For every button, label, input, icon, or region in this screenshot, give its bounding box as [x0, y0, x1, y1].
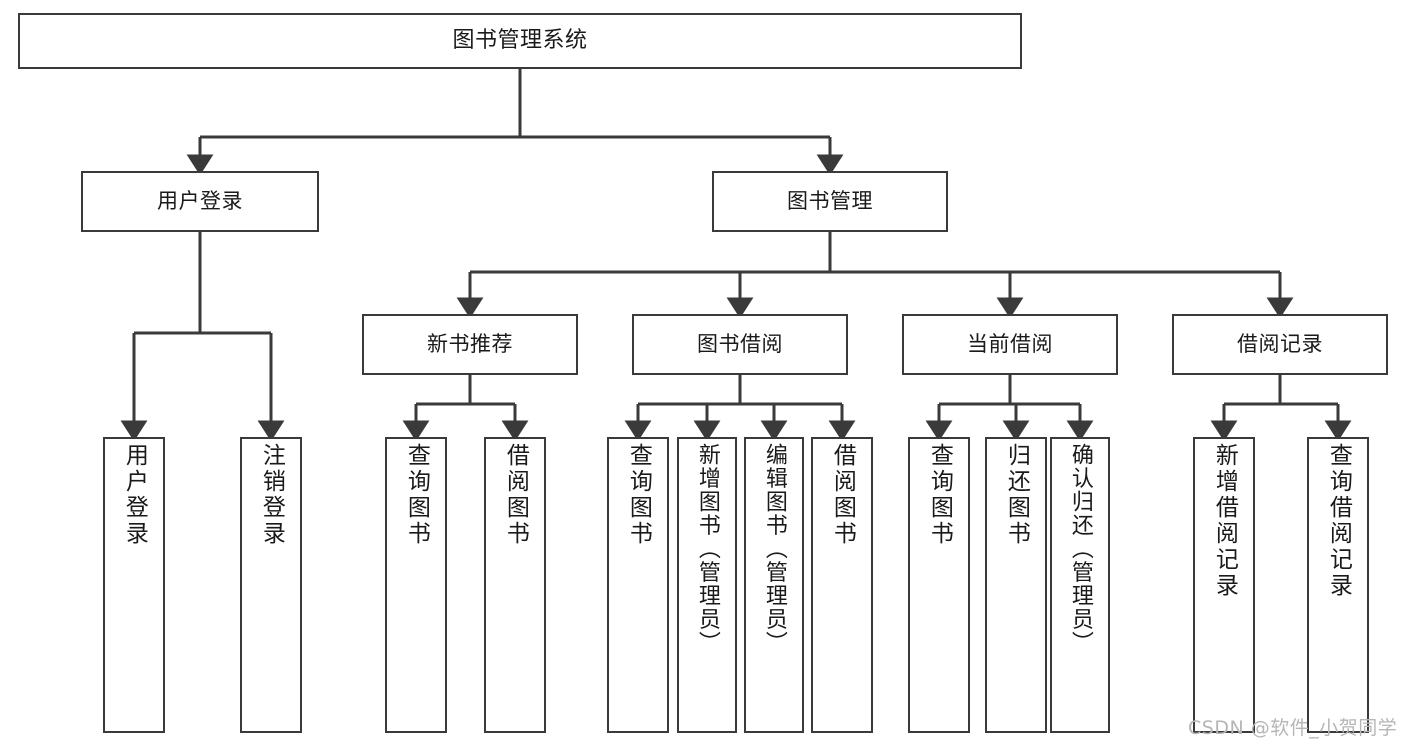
node-borrow-record[interactable]: 借阅记录: [1172, 314, 1388, 375]
node-leaf-query-book-borrow[interactable]: 查询图书: [607, 437, 669, 733]
node-borrow-record-label: 借阅记录: [1237, 331, 1323, 356]
node-leaf-borrow-book-label: 借阅图书: [829, 443, 856, 547]
node-root[interactable]: 图书管理系统: [18, 13, 1022, 69]
node-book-borrow-label: 图书借阅: [697, 331, 783, 356]
node-leaf-return-book[interactable]: 归还图书: [985, 437, 1047, 733]
node-leaf-query-book-cur[interactable]: 查询图书: [908, 437, 970, 733]
node-leaf-edit-book-admin[interactable]: 编辑图书（管理员）: [744, 437, 804, 733]
node-root-label: 图书管理系统: [452, 27, 588, 53]
node-leaf-edit-book-admin-label: 编辑图书（管理员）: [761, 443, 787, 655]
node-leaf-query-book-cur-label: 查询图书: [926, 443, 953, 547]
node-user-login-label: 用户登录: [157, 188, 243, 213]
node-leaf-confirm-return-admin[interactable]: 确认归还（管理员）: [1050, 437, 1110, 733]
node-leaf-query-book-rec[interactable]: 查询图书: [385, 437, 447, 733]
node-leaf-confirm-return-admin-label: 确认归还（管理员）: [1067, 443, 1093, 655]
node-leaf-borrow-book-rec[interactable]: 借阅图书: [484, 437, 546, 733]
node-leaf-borrow-book[interactable]: 借阅图书: [811, 437, 873, 733]
node-book-borrow[interactable]: 图书借阅: [632, 314, 848, 375]
node-book-manage[interactable]: 图书管理: [712, 171, 948, 232]
node-leaf-add-book-admin-label: 新增图书（管理员）: [694, 443, 720, 655]
node-leaf-add-borrow-record[interactable]: 新增借阅记录: [1193, 437, 1255, 733]
node-leaf-add-book-admin[interactable]: 新增图书（管理员）: [677, 437, 737, 733]
node-leaf-borrow-book-rec-label: 借阅图书: [502, 443, 529, 547]
node-leaf-query-borrow-record-label: 查询借阅记录: [1325, 443, 1352, 599]
node-leaf-logout-label: 注销登录: [258, 443, 285, 547]
node-new-book-rec-label: 新书推荐: [427, 331, 513, 356]
node-current-borrow-label: 当前借阅: [967, 331, 1053, 356]
node-leaf-user-login-label: 用户登录: [121, 443, 148, 547]
node-leaf-return-book-label: 归还图书: [1003, 443, 1030, 547]
node-new-book-rec[interactable]: 新书推荐: [362, 314, 578, 375]
node-leaf-query-book-rec-label: 查询图书: [403, 443, 430, 547]
node-leaf-query-book-borrow-label: 查询图书: [625, 443, 652, 547]
node-book-manage-label: 图书管理: [787, 188, 873, 213]
node-leaf-query-borrow-record[interactable]: 查询借阅记录: [1307, 437, 1369, 733]
watermark-text: CSDN @软件_小贺同学: [1188, 717, 1398, 739]
node-user-login[interactable]: 用户登录: [81, 171, 319, 232]
node-leaf-logout[interactable]: 注销登录: [240, 437, 302, 733]
node-current-borrow[interactable]: 当前借阅: [902, 314, 1118, 375]
node-leaf-user-login[interactable]: 用户登录: [103, 437, 165, 733]
node-leaf-add-borrow-record-label: 新增借阅记录: [1211, 443, 1238, 599]
